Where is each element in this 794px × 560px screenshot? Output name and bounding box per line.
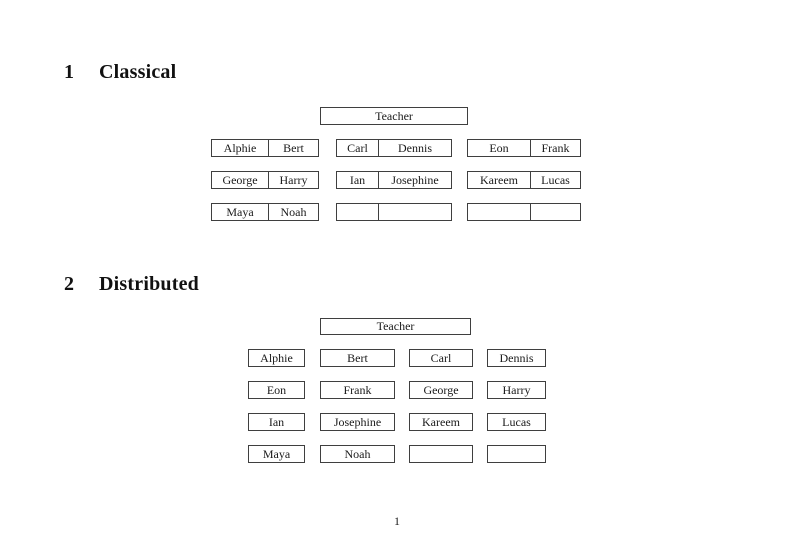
seat-cell: Maya <box>211 203 269 221</box>
single-desk: Frank <box>320 381 395 399</box>
seat-cell: Ian <box>336 171 379 189</box>
seat-cell: Noah <box>268 203 319 221</box>
single-desk: Lucas <box>487 413 546 431</box>
desk-pair-empty <box>336 203 452 221</box>
seat-cell: George <box>211 171 269 189</box>
seat-cell: Lucas <box>530 171 581 189</box>
section-number: 1 <box>64 61 75 83</box>
desk-pair: Maya Noah <box>211 203 319 221</box>
seat-cell: Frank <box>530 139 581 157</box>
single-desk: Harry <box>487 381 546 399</box>
single-desk: Ian <box>248 413 305 431</box>
desk-pair: Alphie Bert <box>211 139 319 157</box>
seat-cell: Eon <box>467 139 531 157</box>
section-title: Classical <box>99 61 177 83</box>
seat-cell: Josephine <box>378 171 452 189</box>
section-heading-classical: 1 Classical <box>64 60 176 84</box>
single-desk: Dennis <box>487 349 546 367</box>
seat-cell-empty <box>467 203 531 221</box>
desk-pair-empty <box>467 203 581 221</box>
page-number: 1 <box>394 514 400 528</box>
single-desk: Eon <box>248 381 305 399</box>
single-desk: Alphie <box>248 349 305 367</box>
single-desk: Carl <box>409 349 473 367</box>
desk-pair: Eon Frank <box>467 139 581 157</box>
single-desk: George <box>409 381 473 399</box>
section-number: 2 <box>64 273 75 295</box>
single-desk: Josephine <box>320 413 395 431</box>
single-desk: Kareem <box>409 413 473 431</box>
single-desk-empty <box>409 445 473 463</box>
teacher-desk-distributed: Teacher <box>320 318 471 335</box>
teacher-label: Teacher <box>376 319 415 333</box>
section-heading-distributed: 2 Distributed <box>64 272 199 296</box>
desk-pair: Ian Josephine <box>336 171 452 189</box>
seat-cell: Carl <box>336 139 379 157</box>
seat-cell: Dennis <box>378 139 452 157</box>
desk-pair: George Harry <box>211 171 319 189</box>
single-desk: Bert <box>320 349 395 367</box>
teacher-desk-classical: Teacher <box>320 107 468 125</box>
seat-cell: Kareem <box>467 171 531 189</box>
teacher-label: Teacher <box>375 109 413 123</box>
desk-pair: Carl Dennis <box>336 139 452 157</box>
seat-cell-empty <box>336 203 379 221</box>
desk-pair: Kareem Lucas <box>467 171 581 189</box>
seat-cell-empty <box>378 203 452 221</box>
section-title: Distributed <box>99 273 199 295</box>
seat-cell: Alphie <box>211 139 269 157</box>
single-desk: Noah <box>320 445 395 463</box>
single-desk: Maya <box>248 445 305 463</box>
seat-cell-empty <box>530 203 581 221</box>
seat-cell: Bert <box>268 139 319 157</box>
seat-cell: Harry <box>268 171 319 189</box>
single-desk-empty <box>487 445 546 463</box>
